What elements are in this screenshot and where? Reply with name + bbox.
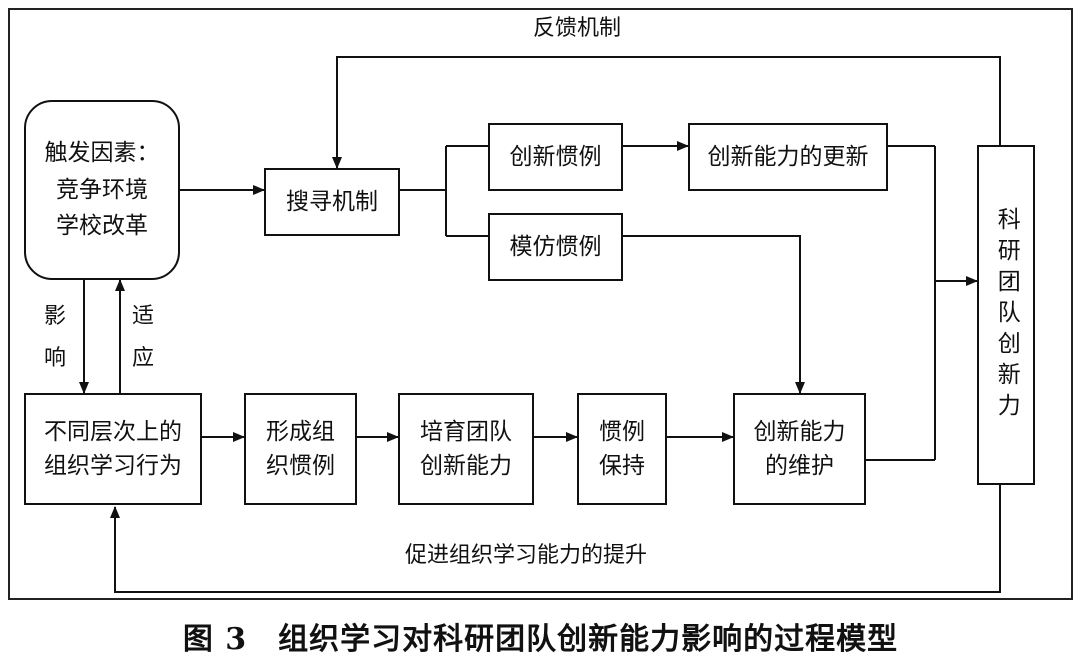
team-capability-label: 科研团队创新力	[993, 206, 1020, 424]
influence-label: 影 响	[43, 304, 66, 371]
org-learning-node: 不同层次上的 组织学习行为	[24, 393, 202, 505]
trigger-node: 触发因素： 竞争环境 学校改革	[24, 100, 180, 280]
diagram-frame	[8, 8, 1073, 600]
routine-keep-node: 惯例 保持	[577, 393, 667, 505]
promote-arrow	[110, 485, 1001, 593]
feedback-label: 反馈机制	[533, 16, 622, 41]
adapt-label: 适 应	[131, 304, 154, 371]
search-node: 搜寻机制	[264, 168, 400, 236]
feedback-arrow	[332, 56, 1001, 169]
maintain-node: 创新能力 的维护	[733, 393, 866, 505]
capability-update-node: 创新能力的更新	[688, 123, 888, 191]
figure-caption: 图 3 组织学习对科研团队创新能力影响的过程模型	[182, 622, 899, 657]
team-capability-node: 科研团队创新力	[977, 145, 1035, 485]
form-routine-node: 形成组 织惯例	[244, 393, 357, 505]
innovation-routine-node: 创新惯例	[488, 123, 623, 191]
promote-label: 促进组织学习能力的提升	[405, 543, 648, 568]
imitation-to-maintain-arrow	[623, 235, 805, 394]
imitation-routine-node: 模仿惯例	[488, 213, 623, 281]
cultivate-node: 培育团队 创新能力	[398, 393, 534, 505]
